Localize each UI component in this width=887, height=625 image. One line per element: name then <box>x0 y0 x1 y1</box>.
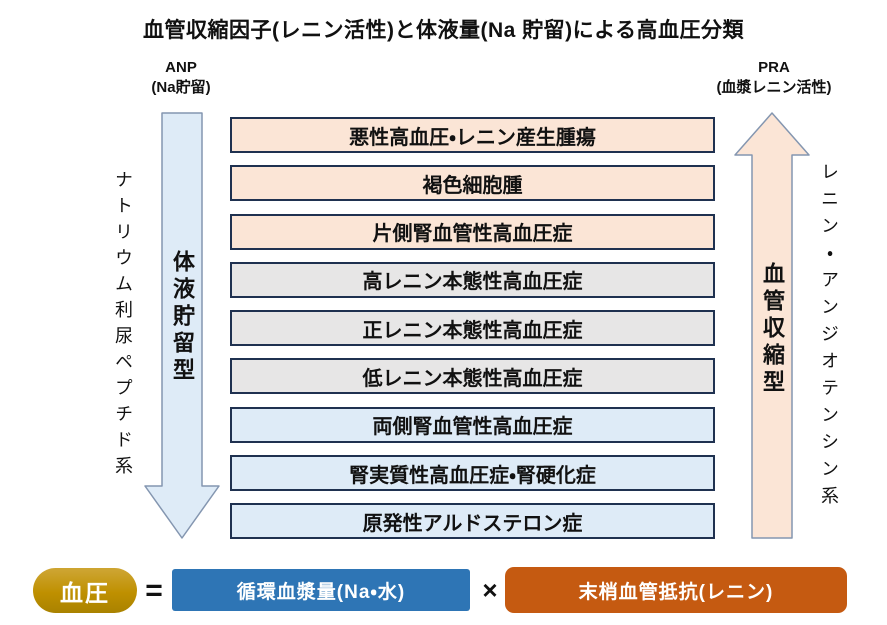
vasoconstriction-arrow: 血管収縮型 <box>734 112 810 539</box>
classification-row: 両側腎血管性高血圧症 <box>230 406 715 443</box>
pra-sublabel: (血漿レニン活性) <box>716 79 832 96</box>
peripheral-vascular-resistance-box: 末梢血管抵抗(レニン) <box>505 567 847 613</box>
pra-label: PRA <box>758 59 790 76</box>
times-sign: × <box>482 575 498 605</box>
pra-axis-header: PRA (血漿レニン活性) <box>684 58 864 98</box>
classification-rows: 悪性高血圧・レニン産生腫瘍褐色細胞腫片側腎血管性高血圧症高レニン本態性高血圧症正… <box>230 117 715 552</box>
down-arrow-icon <box>144 112 220 539</box>
fluid-retention-arrow: 体液貯留型 <box>144 112 220 539</box>
renin-angiotensin-system-label: レニン・アンジオテンシン系 <box>819 162 839 513</box>
equals-sign: = <box>145 573 163 607</box>
classification-row: 原発性アルドステロン症 <box>230 503 715 540</box>
anp-axis-header: ANP (Na貯留) <box>101 58 261 98</box>
anp-label: ANP <box>165 59 197 76</box>
natriuretic-peptide-system-label: ナトリウム利尿ペプチド系 <box>113 170 133 482</box>
classification-row: 低レニン本態性高血圧症 <box>230 358 715 395</box>
fluid-retention-type-label: 体液貯留型 <box>170 250 195 385</box>
classification-row: 片側腎血管性高血圧症 <box>230 213 715 250</box>
classification-row: 正レニン本態性高血圧症 <box>230 310 715 347</box>
blood-pressure-pill: 血圧 <box>33 568 137 613</box>
vasoconstriction-type-label: 血管収縮型 <box>760 262 785 397</box>
classification-row: 悪性高血圧・レニン産生腫瘍 <box>230 117 715 153</box>
classification-row: 腎実質性高血圧症・腎硬化症 <box>230 455 715 492</box>
circulating-plasma-volume-box: 循環血漿量(Na・水) <box>172 569 470 611</box>
classification-row: 褐色細胞腫 <box>230 165 715 202</box>
up-arrow-icon <box>734 112 810 539</box>
page-title: 血管収縮因子(レニン活性)と体液量(Na 貯留)による高血圧分類 <box>142 19 745 42</box>
anp-sublabel: (Na貯留) <box>151 79 211 96</box>
blood-pressure-equation: 血圧 = 循環血漿量(Na・水) × 末梢血管抵抗(レニン) <box>0 563 887 613</box>
classification-row: 高レニン本態性高血圧症 <box>230 261 715 298</box>
